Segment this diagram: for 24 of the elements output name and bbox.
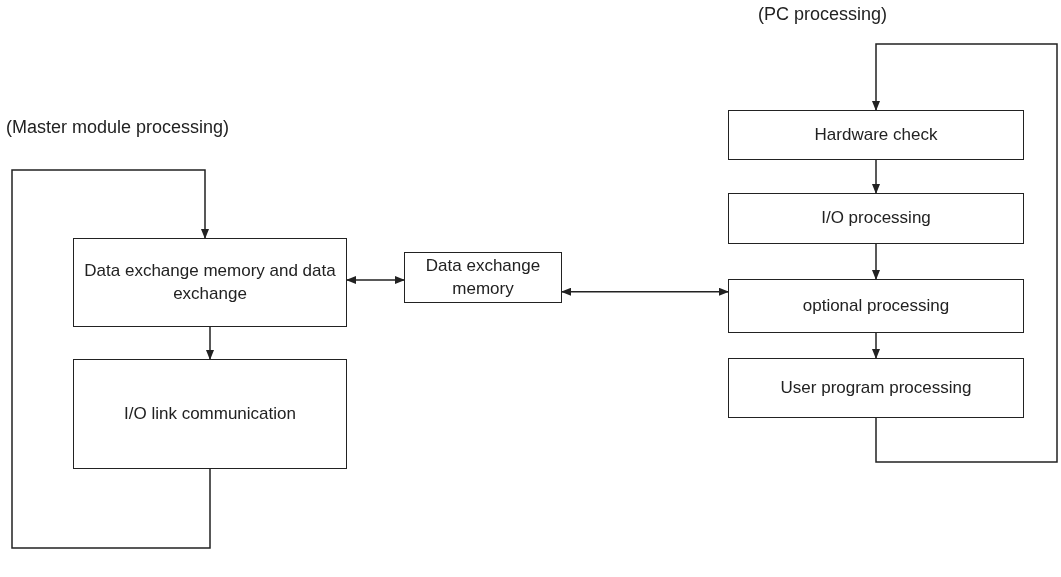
arrow	[872, 243, 880, 280]
arrow	[346, 276, 405, 284]
process-box	[728, 193, 1024, 244]
box-text: Data exchange memory and data exchange	[83, 260, 337, 305]
process-box	[73, 238, 347, 327]
box-text: optional processing	[802, 294, 950, 317]
box-text: Data exchange memory	[424, 255, 542, 300]
box-text: Hardware check	[814, 123, 938, 146]
box-text: I/O link communication	[124, 402, 296, 425]
process-box	[728, 279, 1024, 333]
arrow	[206, 326, 214, 360]
arrow	[11, 169, 211, 549]
box-text: I/O processing	[821, 207, 931, 230]
process-box	[728, 358, 1024, 418]
arrow	[561, 287, 729, 296]
process-box	[404, 252, 562, 303]
process-box	[73, 359, 347, 469]
box-text: User program processing	[780, 376, 972, 399]
arrow	[872, 332, 880, 359]
arrow	[872, 159, 880, 194]
process-box	[728, 110, 1024, 160]
group-heading: (PC processing)	[758, 4, 888, 25]
group-heading: (Master module processing)	[6, 117, 230, 138]
arrow	[872, 43, 1058, 463]
